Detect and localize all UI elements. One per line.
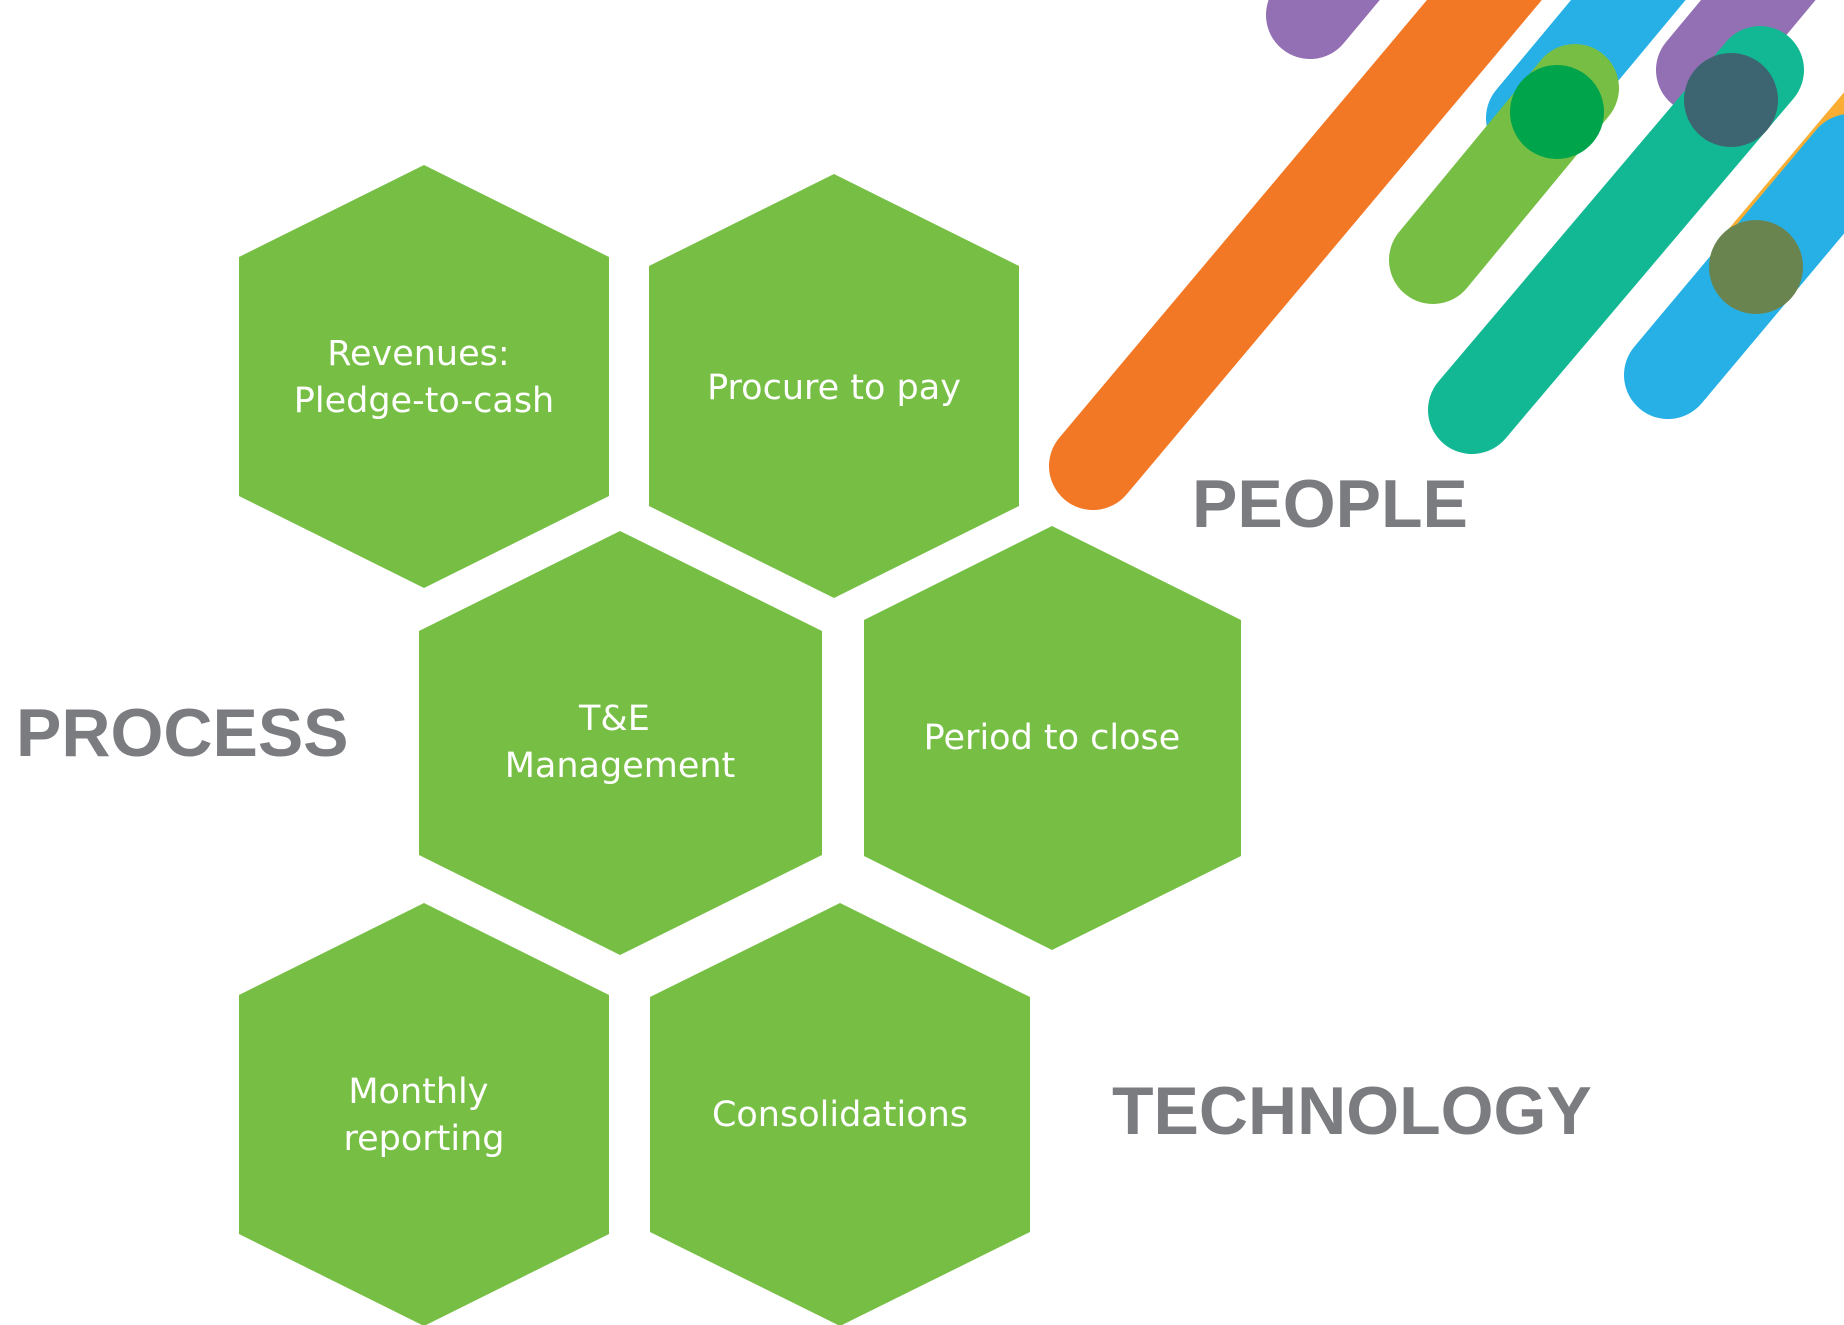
hexagon-period-to-close-label: Period to close [924,718,1181,758]
stripe-purple-right [1656,0,1816,114]
hexagon-monthly-reporting-shape [239,903,609,1325]
hexagon-consolidations-label: Consolidations [712,1095,968,1135]
hexagon-revenues-label: Revenues: Pledge-to-cash [294,334,554,421]
label-process: PROCESS [16,695,349,771]
hexagon-procure-to-pay-label: Procure to pay [707,368,961,408]
dot-olive [1709,220,1803,314]
hexagon-revenues-shape [239,165,609,588]
hexagon-monthly-reporting: Monthly reporting [239,903,609,1325]
hexagon-monthly-reporting-label: Monthly reporting [343,1072,504,1159]
hexagon-group: Revenues: Pledge-to-cash Procure to pay … [239,165,1241,1325]
hexagon-revenues: Revenues: Pledge-to-cash [239,165,609,588]
hexagon-procure-to-pay: Procure to pay [649,174,1019,598]
hexagon-procure-to-pay-shape [649,174,1019,598]
dot-green [1510,65,1604,159]
dot-slate [1684,53,1778,147]
label-technology: TECHNOLOGY [1112,1073,1592,1149]
hexagon-te-management: T&E Management [419,531,822,955]
decorative-stripes [1049,0,1844,510]
hexagon-period-to-close: Period to close [864,526,1241,950]
label-people: PEOPLE [1192,466,1468,542]
hexagon-te-management-shape [419,531,822,955]
hexagon-te-management-label: T&E Management [505,699,736,786]
hexagon-consolidations: Consolidations [650,903,1030,1325]
stripe-orange [1049,0,1542,510]
hexagon-consolidations-shape [650,903,1030,1325]
hexagon-period-to-close-shape [864,526,1241,950]
